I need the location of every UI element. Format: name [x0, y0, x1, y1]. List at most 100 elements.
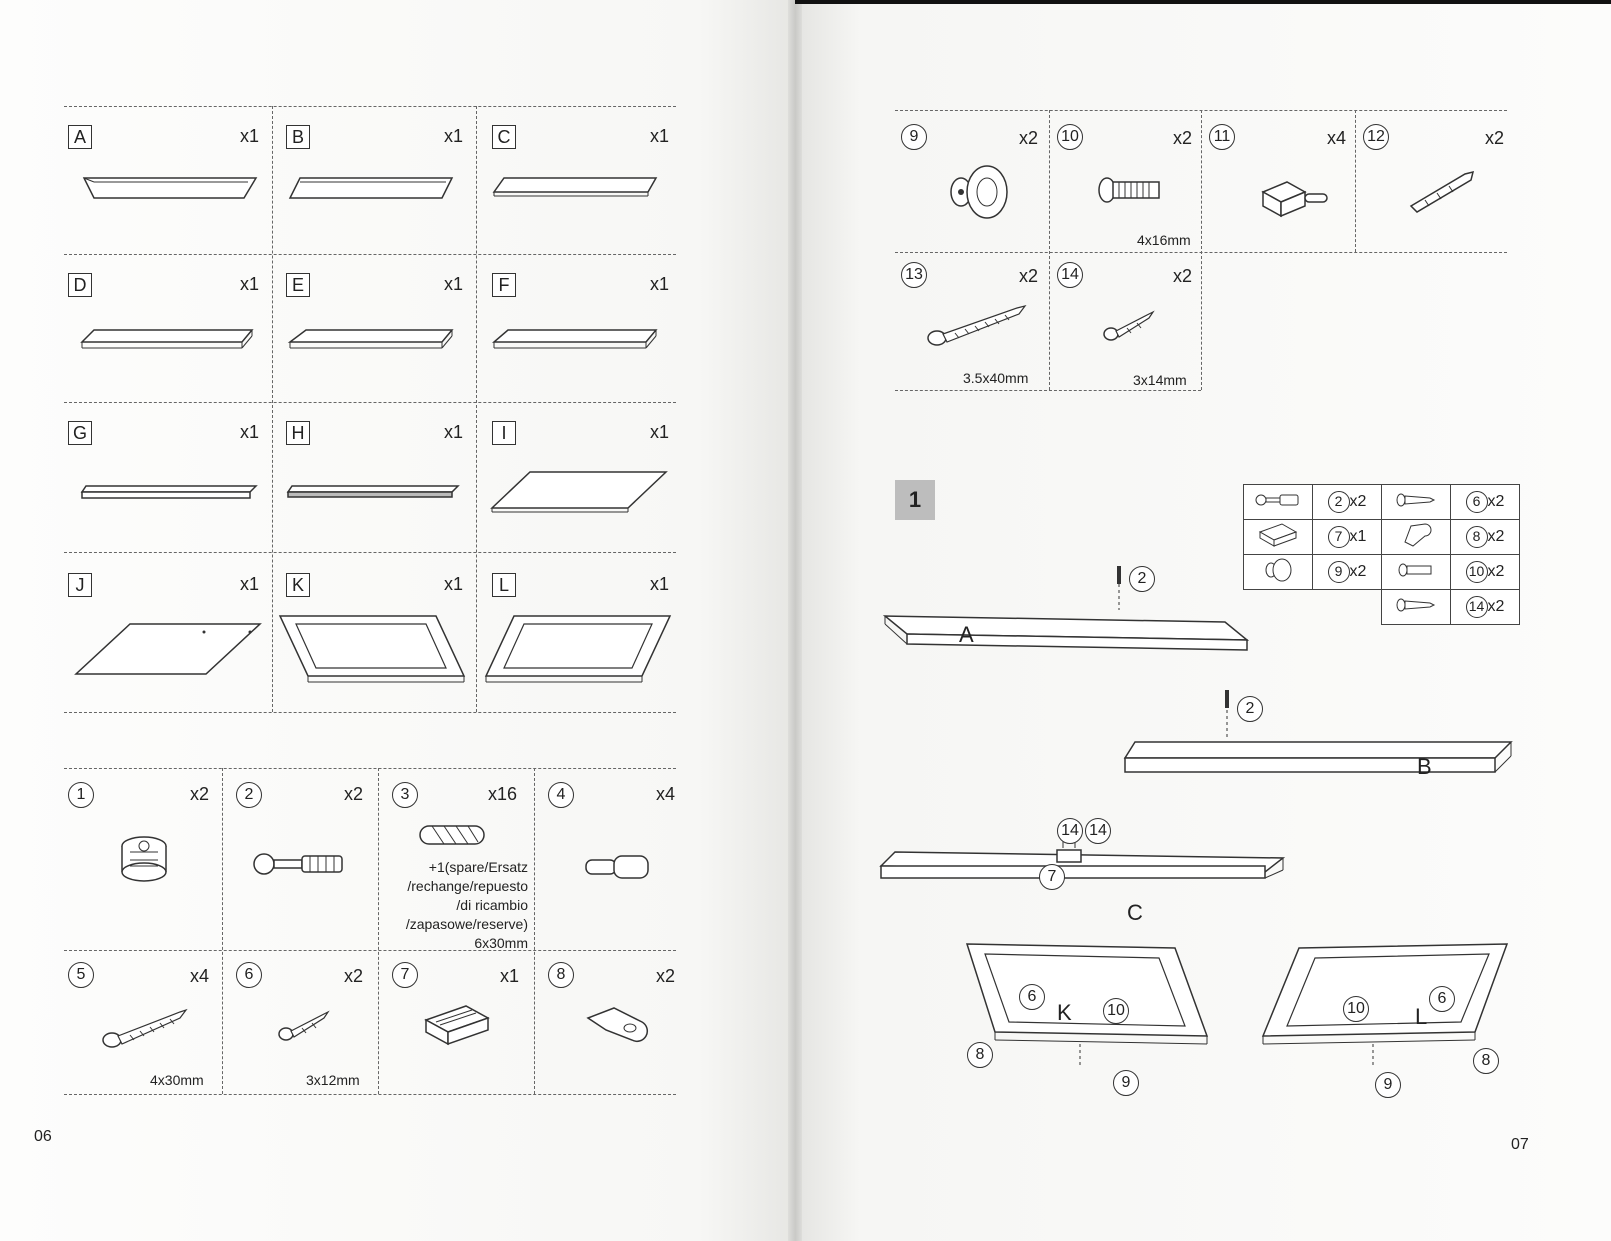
note-line: 6x30mm — [474, 935, 528, 951]
panel-drawing-j — [74, 623, 262, 675]
note-line: /di ricambio — [456, 897, 528, 913]
scan-edge — [795, 0, 1611, 4]
callout-7: 7 — [1039, 864, 1065, 890]
screw-icon — [1103, 310, 1155, 341]
kit-icon-catch-plate — [1381, 519, 1451, 555]
panel-drawing-f — [491, 329, 658, 349]
hardware-qty-6: x2 — [344, 966, 364, 986]
cam-bolt-icon — [253, 853, 343, 875]
hardware-size-14: 3x14mm — [1133, 372, 1187, 388]
panel-drawing-h — [286, 485, 460, 498]
panel-qty-g: x1 — [240, 422, 260, 442]
panel-label-k: K — [286, 573, 310, 597]
machine-screw-icon — [1098, 177, 1160, 203]
callout-14: 14 — [1085, 818, 1111, 844]
label-panel-b: B — [1417, 754, 1432, 779]
kit-num: 10 — [1465, 561, 1488, 583]
panel-drawing-a — [82, 177, 258, 199]
hardware-qty-9: x2 — [1019, 128, 1039, 148]
shelf-pin-icon — [585, 855, 649, 879]
label-panel-k: K — [1057, 1000, 1072, 1025]
hardware-qty-1: x2 — [190, 784, 210, 804]
callout-8: 8 — [1473, 1048, 1499, 1074]
kit-qty: x1 — [1349, 528, 1367, 545]
label-panel-a: A — [959, 622, 974, 647]
panel-qty-i: x1 — [650, 422, 670, 442]
panel-label-c: C — [492, 125, 516, 149]
hardware-num-3: 3 — [392, 782, 418, 808]
hardware-size-10: 4x16mm — [1137, 232, 1191, 248]
panel-drawing-k — [278, 615, 466, 683]
panel-drawing-d — [80, 329, 254, 349]
hardware-size-13: 3.5x40mm — [963, 370, 1029, 386]
panel-parts-grid — [64, 106, 676, 713]
left-page: A x1 B x1 C x1 D x1 E x1 F x1 G x1 H x1 … — [0, 0, 795, 1241]
knob-icon — [950, 165, 1008, 219]
hardware-qty-14: x2 — [1173, 266, 1193, 286]
hardware-num-10: 10 — [1057, 124, 1083, 150]
hardware-qty-4: x4 — [656, 784, 676, 804]
label-panel-l: L — [1415, 1004, 1428, 1029]
panel-drawing-e — [287, 329, 454, 349]
panel-qty-b: x1 — [444, 126, 464, 146]
kit-num: 8 — [1465, 526, 1488, 548]
hardware-qty-10: x2 — [1173, 128, 1193, 148]
kit-icon-screw — [1381, 589, 1451, 625]
screw-icon — [102, 1008, 188, 1048]
panel-drawing-i — [490, 471, 668, 513]
hardware-qty-2: x2 — [344, 784, 364, 804]
magnetic-catch-icon — [424, 1005, 490, 1046]
panel-label-j: J — [68, 573, 92, 597]
callout-8: 8 — [967, 1042, 993, 1068]
panel-qty-h: x1 — [444, 422, 464, 442]
hardware-qty-13: x2 — [1019, 266, 1039, 286]
note-line: +1(spare/Ersatz — [428, 859, 528, 875]
hardware-num-5: 5 — [68, 962, 94, 988]
screw-icon — [278, 1010, 330, 1041]
kit-num: 14 — [1465, 596, 1488, 618]
panel-drawing-b — [288, 177, 454, 199]
panel-label-g: G — [68, 421, 92, 445]
long-screw-icon — [927, 305, 1027, 346]
hardware-grid-left — [64, 768, 676, 1095]
kit-qty: x2 — [1349, 563, 1367, 580]
page-number-right: 07 — [1511, 1136, 1529, 1153]
wood-dowel-icon — [419, 825, 485, 845]
panel-label-h: H — [286, 421, 310, 445]
panel-qty-j: x1 — [240, 574, 260, 594]
hardware-num-6: 6 — [236, 962, 262, 988]
panel-qty-e: x1 — [444, 274, 464, 294]
panel-drawing-l — [484, 615, 672, 683]
kit-num: 2 — [1327, 491, 1350, 513]
hardware-num-2: 2 — [236, 782, 262, 808]
hardware-note-3: +1(spare/Ersatz /rechange/repuesto /di r… — [372, 858, 528, 953]
hardware-num-12: 12 — [1363, 124, 1389, 150]
hardware-num-13: 13 — [901, 262, 927, 288]
kit-qty: x2 — [1349, 493, 1367, 510]
book-spine — [788, 0, 802, 1241]
panel-qty-a: x1 — [240, 126, 260, 146]
panel-drawing-c — [492, 177, 658, 197]
hardware-qty-7: x1 — [500, 966, 520, 986]
panel-label-a: A — [68, 125, 92, 149]
panel-qty-d: x1 — [240, 274, 260, 294]
panel-label-d: D — [68, 273, 92, 297]
hardware-num-7: 7 — [392, 962, 418, 988]
kit-qty: x2 — [1487, 598, 1505, 615]
hardware-grid-right — [895, 110, 1507, 391]
hardware-qty-5: x4 — [190, 966, 210, 986]
hardware-num-4: 4 — [548, 782, 574, 808]
step-number: 1 — [895, 480, 935, 520]
panel-label-l: L — [492, 573, 516, 597]
panel-label-f: F — [492, 273, 516, 297]
assembly-diagram — [879, 566, 1513, 1066]
kit-icon-screw — [1381, 484, 1451, 520]
kit-qty: x2 — [1487, 528, 1505, 545]
panel-label-i: I — [492, 421, 516, 445]
cam-lock-icon — [121, 836, 167, 882]
kit-num: 9 — [1327, 561, 1350, 583]
